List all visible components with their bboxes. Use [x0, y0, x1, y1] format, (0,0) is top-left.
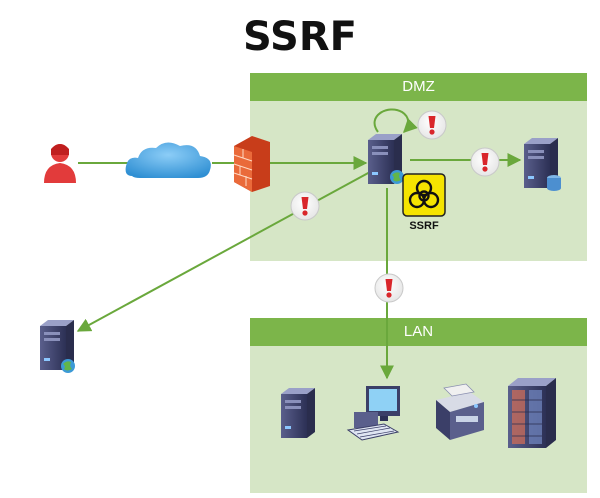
printer-icon: [436, 383, 484, 440]
lan-header: LAN: [250, 318, 587, 346]
cloud-icon: [125, 142, 211, 178]
dmz-server-to-external-arrow: [76, 171, 371, 332]
dmz-web-server-globe-icon: [390, 170, 404, 184]
rack-server-icon: [508, 378, 556, 448]
firewall-icon: [233, 136, 270, 192]
lan-server-icon: [281, 388, 315, 438]
diagram-title: SSRF: [243, 14, 357, 60]
dmz-header: DMZ: [250, 73, 587, 101]
dmz-server-self-loop-arrow: [373, 108, 418, 133]
warning-icon-external: [290, 191, 320, 221]
workstation-icon: [346, 386, 400, 441]
database-server-icon: [524, 138, 561, 191]
user-icon: [44, 144, 76, 183]
external-web-server-globe-icon: [61, 359, 75, 373]
warning-icon-self-loop: [417, 110, 447, 140]
warning-icon-lan: [374, 273, 404, 303]
biohazard-icon: [402, 173, 446, 217]
warning-icon-database: [470, 147, 500, 177]
ssrf-label: SSRF: [409, 220, 439, 232]
